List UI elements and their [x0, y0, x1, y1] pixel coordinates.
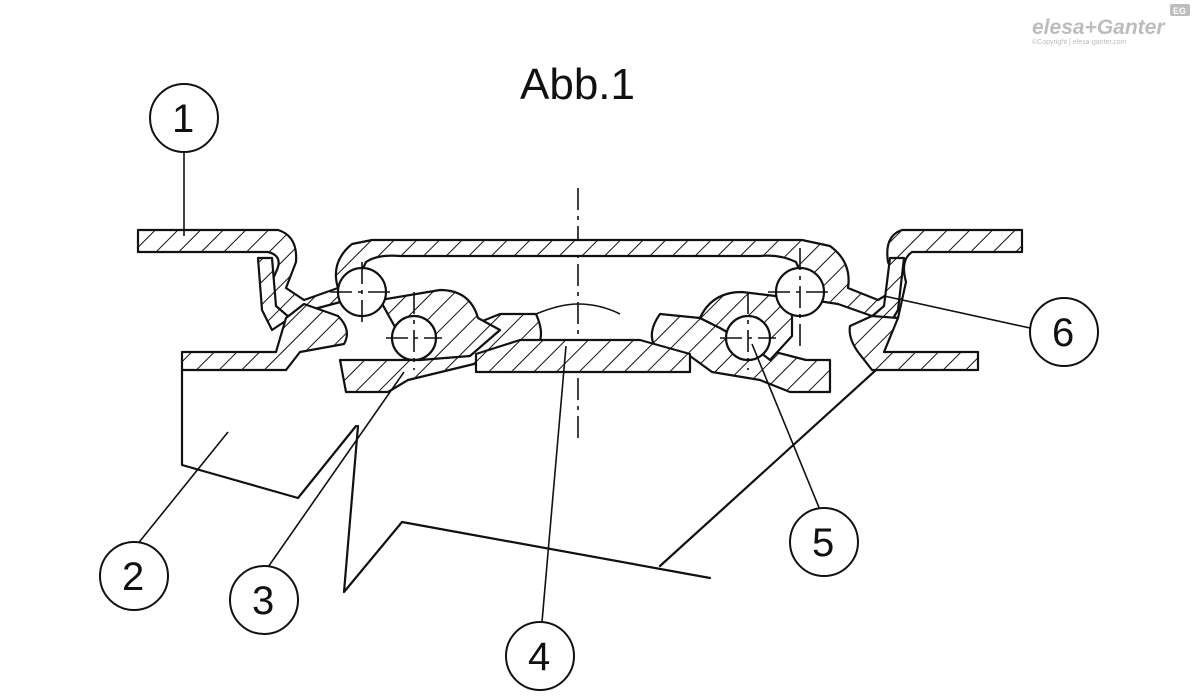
ball-bearings	[330, 248, 832, 370]
svg-text:6: 6	[1052, 311, 1074, 355]
fork-leg-right	[658, 368, 878, 568]
inner-race-section	[338, 288, 832, 394]
svg-text:1: 1	[172, 97, 194, 141]
svg-text:5: 5	[812, 521, 834, 565]
callout-6: 6	[1029, 297, 1099, 367]
brand-logo-text: elesa+Ganter	[1032, 16, 1166, 39]
fork-leg-left	[180, 368, 358, 500]
brand-badge	[1170, 4, 1190, 16]
fork-housing	[180, 302, 980, 594]
leader-lines	[135, 152, 1031, 623]
fork-leg-center	[342, 424, 712, 594]
callout-5: 5	[789, 507, 859, 577]
svg-text:3: 3	[252, 579, 274, 623]
callout-2: 2	[99, 541, 169, 611]
figure-title: Abb.1	[520, 60, 635, 109]
copyright-text: ©Copyright | elesa-ganter.com	[1032, 38, 1127, 46]
svg-text:4: 4	[528, 635, 550, 679]
svg-text:2: 2	[122, 555, 144, 599]
brand-logo: elesa+Ganter EG ©Copyright | elesa-gante…	[1032, 4, 1190, 46]
callout-1: 1	[149, 83, 219, 153]
callout-3: 3	[229, 565, 299, 635]
center-rivet-section	[474, 303, 692, 374]
callout-4: 4	[505, 621, 575, 691]
top-plate-section	[136, 228, 1024, 320]
brand-badge-text: EG	[1173, 6, 1186, 16]
